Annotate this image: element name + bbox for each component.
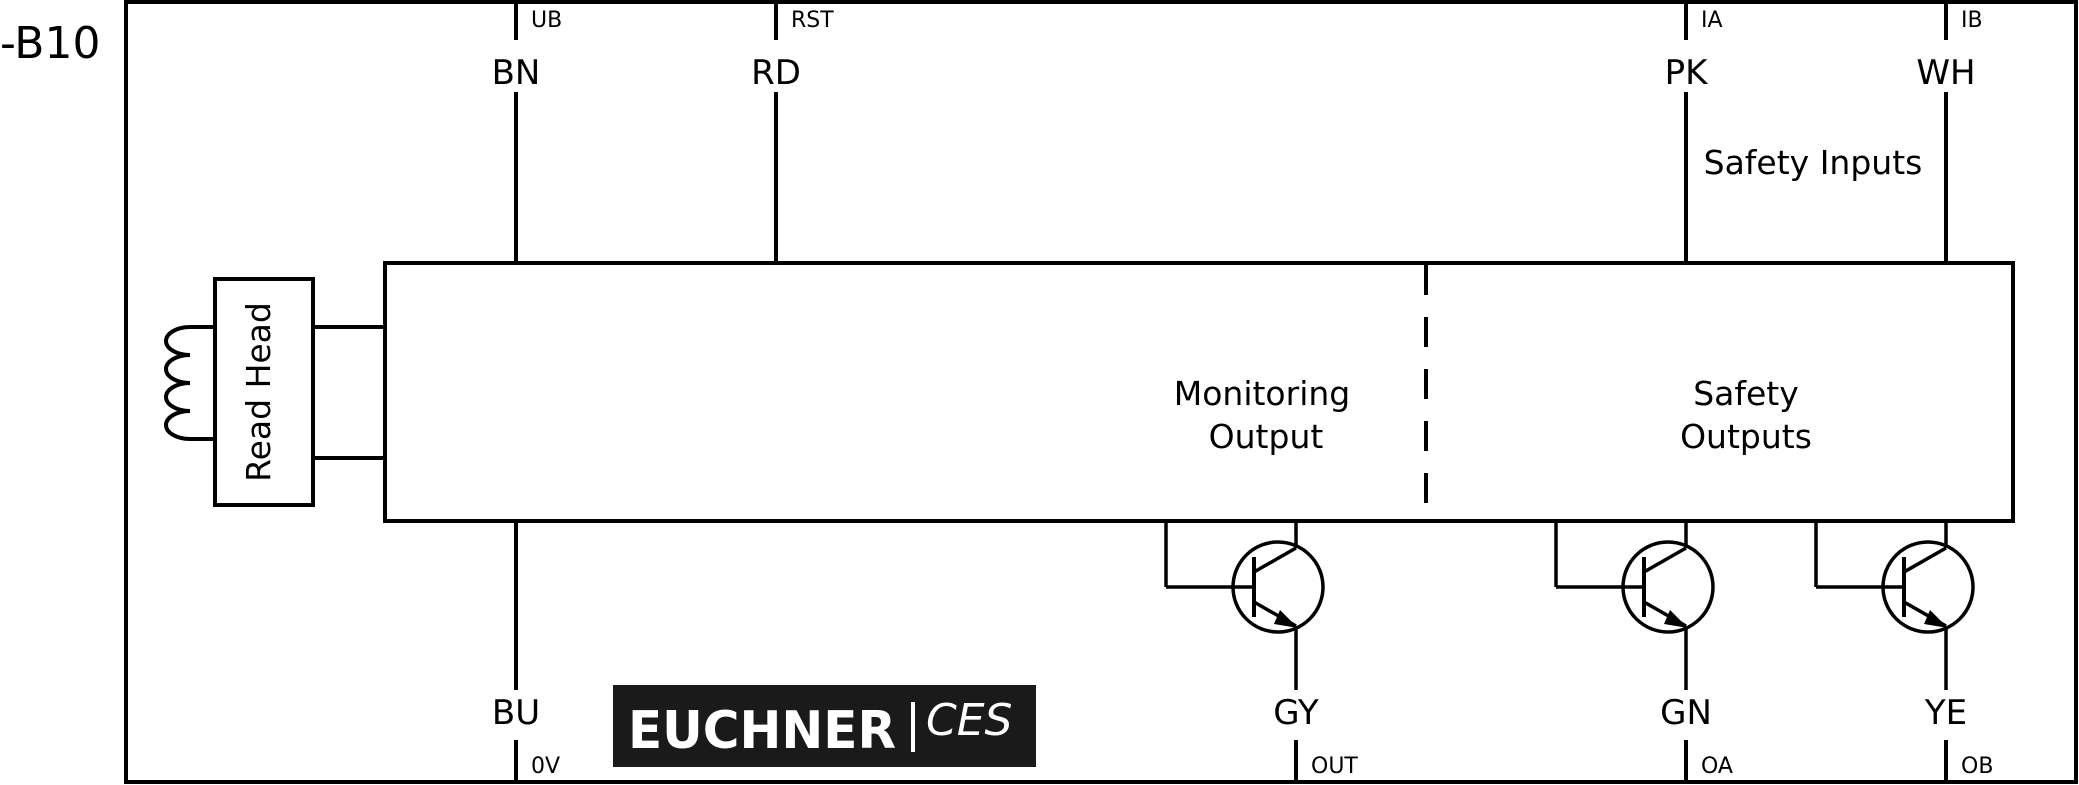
pin-signal-0v: 0V bbox=[531, 754, 560, 779]
pin-signal-ib: IB bbox=[1961, 8, 1983, 33]
pin-color-rd: RD bbox=[751, 53, 801, 93]
pin-color-gn: GN bbox=[1660, 693, 1712, 733]
pin-color-gy: GY bbox=[1273, 693, 1319, 733]
transistor-ye bbox=[1814, 521, 1975, 782]
pin-signal-ob: OB bbox=[1961, 754, 1993, 779]
monitoring-output-label-line1: Monitoring bbox=[1174, 374, 1350, 413]
logo-brand: EUCHNER bbox=[628, 701, 896, 761]
pin-signal-oa: OA bbox=[1701, 754, 1733, 779]
enclosure-frame bbox=[124, 0, 2078, 784]
read-head: Read Head bbox=[164, 277, 387, 507]
pin-color-bn: BN bbox=[492, 53, 541, 93]
logo-product: CES bbox=[926, 695, 1012, 746]
pin-signal-ub: UB bbox=[531, 8, 562, 33]
read-head-box bbox=[213, 277, 315, 507]
pin-color-wh: WH bbox=[1916, 53, 1975, 93]
pin-color-pk: PK bbox=[1665, 53, 1710, 93]
transistor-gy bbox=[1164, 521, 1325, 782]
safety-inputs-label: Safety Inputs bbox=[1704, 143, 1923, 182]
pin-color-ye: YE bbox=[1924, 693, 1967, 733]
pin-signal-out: OUT bbox=[1311, 754, 1358, 779]
pin-color-bu: BU bbox=[492, 693, 540, 733]
electronics-module bbox=[383, 261, 2015, 523]
read-head-label: Read Head bbox=[239, 302, 278, 482]
device-designator: -B10 bbox=[0, 18, 100, 69]
coil-icon bbox=[164, 325, 215, 441]
logo-background bbox=[613, 685, 1036, 767]
euchner-ces-logo: EUCHNER CES bbox=[613, 685, 1036, 767]
safety-outputs-label-line1: Safety bbox=[1693, 374, 1799, 413]
monitoring-output-label-line2: Output bbox=[1209, 417, 1324, 456]
transistor-gn bbox=[1554, 521, 1715, 782]
pin-signal-ia: IA bbox=[1701, 8, 1723, 33]
pin-signal-rst: RST bbox=[791, 8, 834, 33]
safety-outputs-label-line2: Outputs bbox=[1680, 417, 1812, 456]
